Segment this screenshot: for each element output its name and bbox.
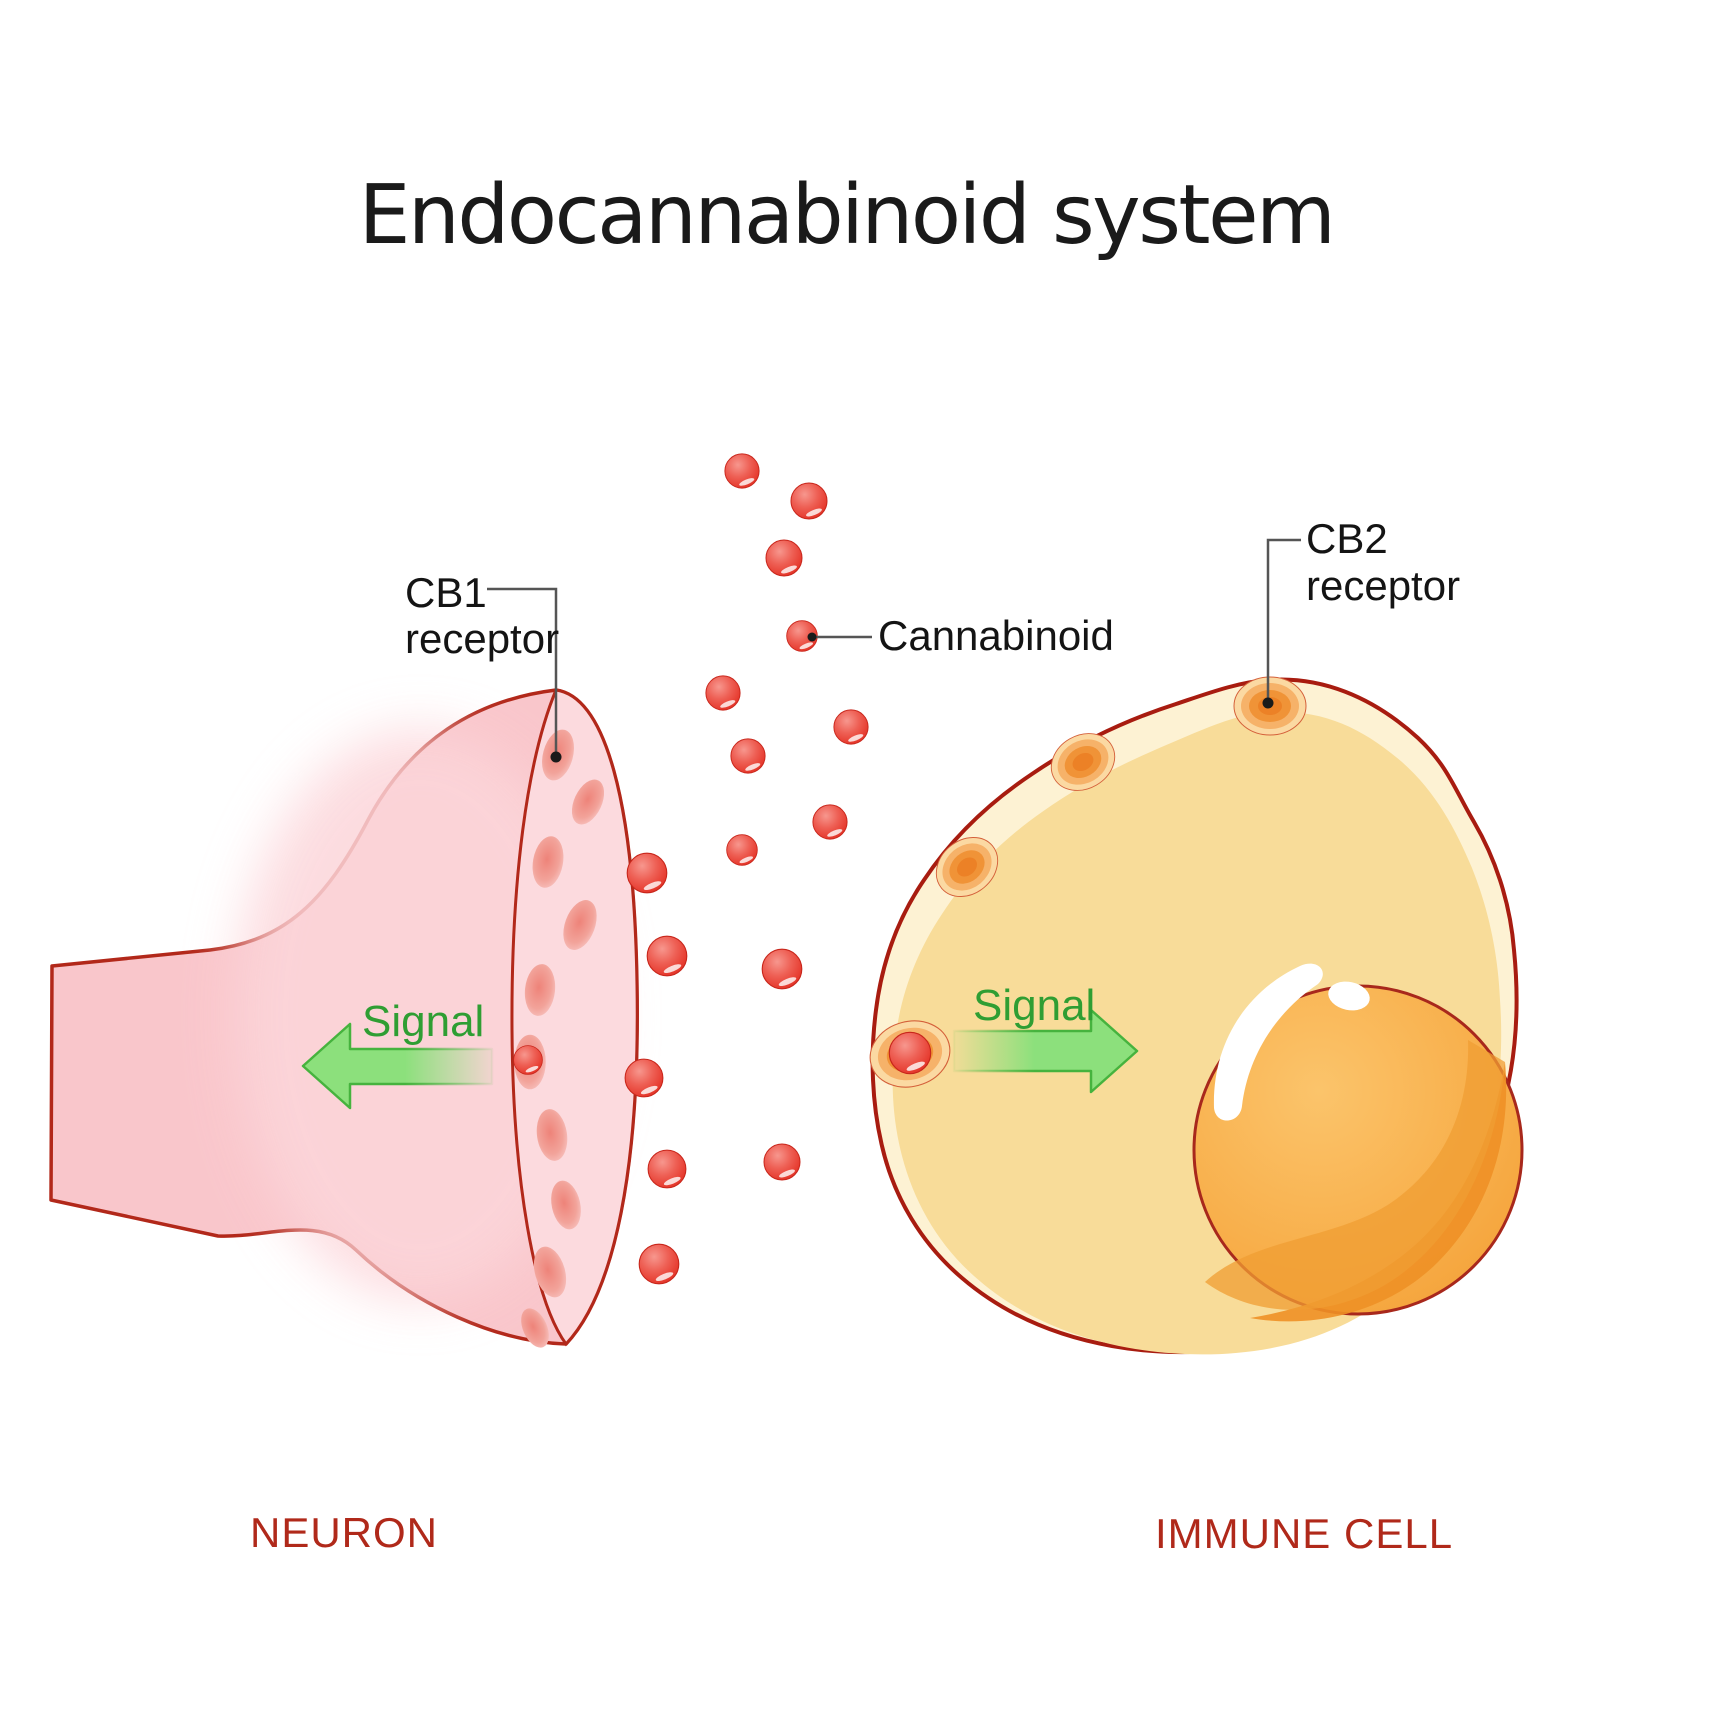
cb1-label-line2: receptor [405, 615, 559, 662]
signal-label-left: Signal [362, 997, 484, 1046]
cannabinoid-dot [647, 1149, 687, 1189]
neuron-illustration [49, 688, 639, 1352]
cannabinoid-bound-cb1 [513, 1045, 543, 1075]
cb2-label-line1: CB2 [1306, 515, 1388, 562]
cb2-leader-dot [1262, 697, 1274, 709]
cannabinoid-dot [730, 738, 766, 774]
cannabinoid-dot [638, 1243, 680, 1285]
annotations: CB1 receptor CB2 receptor Cannabinoid [405, 515, 1460, 763]
page-title: Endocannabinoid system [359, 168, 1334, 263]
cb1-leader-line [487, 587, 558, 753]
cannabinoid-dot [624, 1058, 664, 1098]
cannabinoid-label: Cannabinoid [878, 612, 1114, 659]
nucleus-shade [1250, 1062, 1507, 1322]
cb1-leader-dot [550, 751, 562, 763]
cannabinoid-dot [765, 539, 803, 577]
cb2-leader-line [1266, 538, 1301, 699]
cannabinoid-dot [726, 834, 758, 866]
neuron-cut-face [510, 688, 639, 1347]
signal-arrow-right-icon [952, 1008, 1139, 1094]
nucleus-shade-wave [1205, 1040, 1505, 1310]
cannabinoid-dot [833, 709, 869, 745]
cb2-label-line2: receptor [1306, 562, 1460, 609]
cannabinoid-dot [626, 852, 668, 894]
cb1-label-line1: CB1 [405, 569, 487, 616]
cannabinoid-dot [761, 948, 803, 990]
cannabinoid-dot [646, 935, 688, 977]
cannabinoid-bound-cb2 [888, 1031, 932, 1075]
cannabinoid-dot [790, 482, 828, 520]
nucleus-gloss [1213, 963, 1323, 1121]
cannabinoid-dot [812, 804, 848, 840]
signal-arrow-left-icon [301, 1022, 494, 1110]
nucleus-gloss-dot [1328, 981, 1370, 1011]
cannabinoid-leader-dot [807, 632, 817, 642]
cannabinoid-dot [724, 453, 760, 489]
signal-arrows: Signal Signal [301, 981, 1139, 1110]
cannabinoid-dot [705, 675, 741, 711]
cannabinoid-dots [624, 453, 869, 1285]
neuron-inner-highlight [235, 730, 605, 1300]
cannabinoid-dot [763, 1143, 801, 1181]
caption-neuron: NEURON [250, 1509, 438, 1556]
signal-label-right: Signal [973, 981, 1095, 1030]
immune-cell-illustration [862, 676, 1524, 1355]
caption-immune-cell: IMMUNE CELL [1155, 1510, 1453, 1557]
